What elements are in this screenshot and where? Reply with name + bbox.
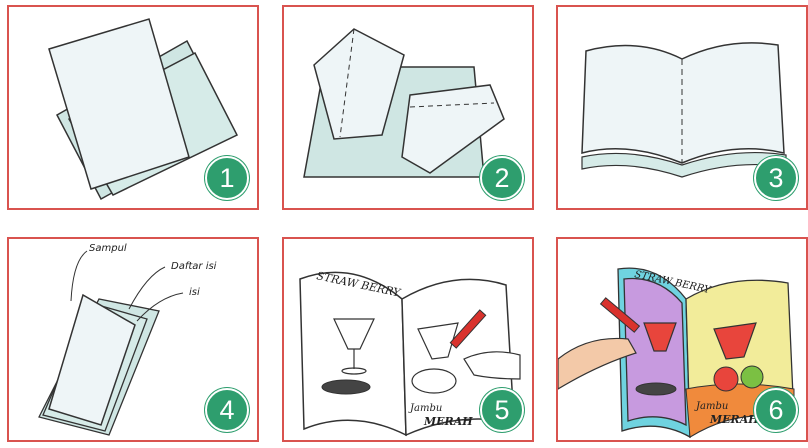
page-caption-line2: MERAH xyxy=(423,415,473,428)
page-caption-line2: MERAH xyxy=(709,413,759,426)
step-number-badge: 5 xyxy=(480,388,524,432)
step-panel-3: 3 xyxy=(556,5,808,210)
step-number-badge: 3 xyxy=(754,156,798,200)
step-number-badge: 6 xyxy=(754,388,798,432)
label-content: isi xyxy=(189,287,200,298)
step-number-badge: 2 xyxy=(480,156,524,200)
step-number-badge: 4 xyxy=(205,388,249,432)
label-cover: Sampul xyxy=(89,243,127,254)
step-panel-1: 1 xyxy=(7,5,259,210)
step-panel-2: 2 xyxy=(282,5,534,210)
step-panel-5: STRAW BERRY Jambu MERAH 5 xyxy=(282,237,534,442)
step-number-badge: 1 xyxy=(205,156,249,200)
page-caption-line1: Jambu xyxy=(408,403,442,414)
label-table-of-contents: Daftar isi xyxy=(171,261,217,272)
step-panel-4: Sampul Daftar isi isi 4 xyxy=(7,237,259,442)
step-panel-6: STRAW BERRY Jambu MERAH 6 xyxy=(556,237,808,442)
page-caption-line1: Jambu xyxy=(694,401,728,412)
